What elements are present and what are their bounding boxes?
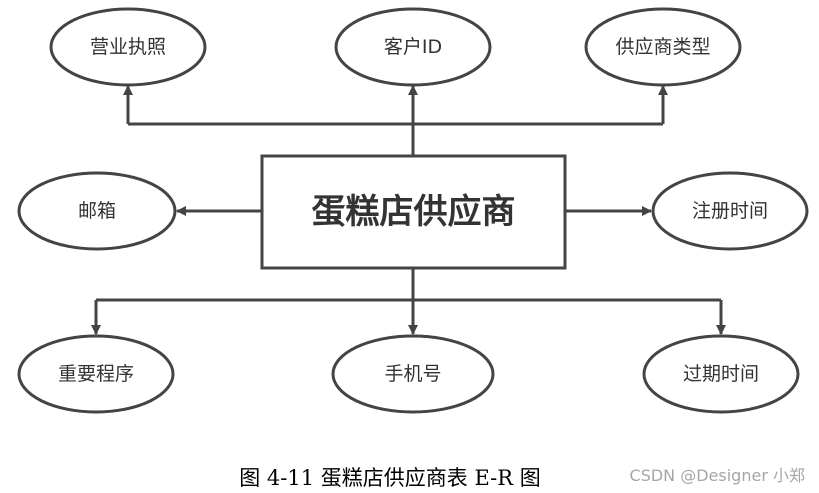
figure-caption: 图 4-11 蛋糕店供应商表 E-R 图 — [239, 466, 541, 490]
attribute-label: 营业执照 — [90, 36, 166, 58]
attribute-label: 邮箱 — [78, 200, 116, 222]
attribute-expire-time: 过期时间 — [642, 334, 800, 414]
attribute-phone: 手机号 — [331, 334, 495, 414]
connector-bottom-bus — [96, 268, 721, 302]
attribute-importance: 重要程序 — [17, 334, 175, 414]
attribute-supplier-type: 供应商类型 — [584, 7, 742, 87]
attributes: 营业执照 客户ID 供应商类型 邮箱 注册时间 重要程序 手机号 过期时间 — [17, 7, 809, 414]
entity-box — [260, 154, 567, 270]
attribute-label: 客户ID — [384, 36, 442, 58]
connector-top-bus — [128, 122, 663, 156]
watermark: CSDN @Designer 小郑 — [629, 466, 805, 485]
connectors — [91, 85, 726, 335]
attribute-email: 邮箱 — [17, 171, 177, 251]
entity-supplier: 蛋糕店供应商 — [260, 154, 567, 270]
attribute-business-license: 营业执照 — [49, 7, 207, 87]
attribute-label: 手机号 — [384, 363, 441, 385]
attribute-label: 供应商类型 — [615, 36, 710, 58]
entity-label: 蛋糕店供应商 — [312, 192, 516, 232]
attribute-label: 注册时间 — [692, 200, 768, 222]
attribute-label: 重要程序 — [58, 363, 134, 385]
attribute-label: 过期时间 — [683, 363, 759, 385]
attribute-customer-id: 客户ID — [334, 7, 492, 87]
attribute-register-time: 注册时间 — [651, 171, 809, 251]
